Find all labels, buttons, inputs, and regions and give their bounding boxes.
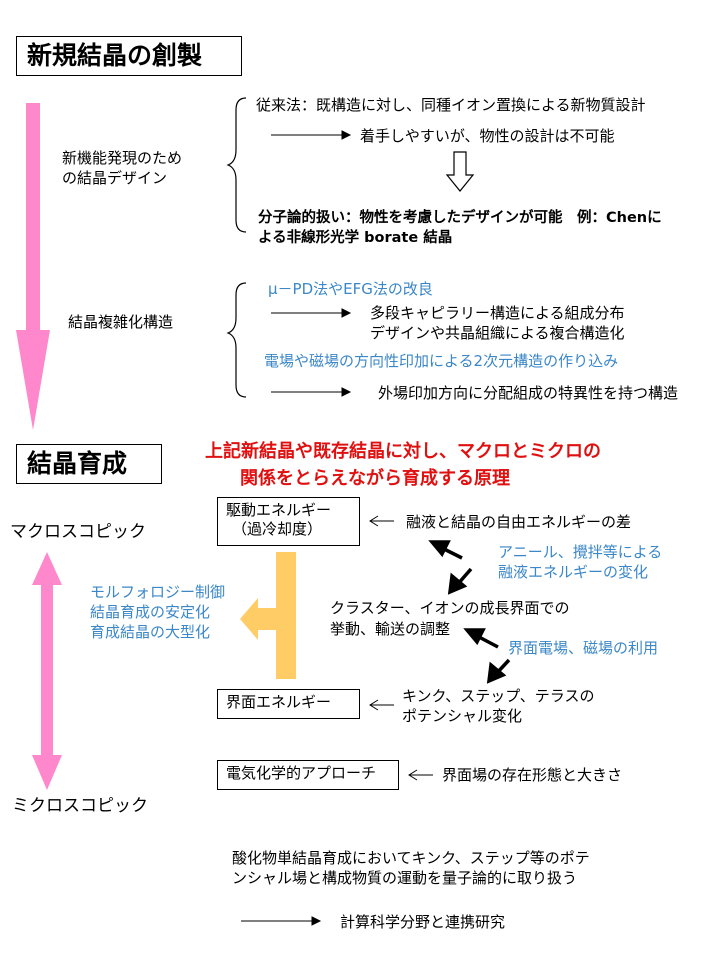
section2-title: 結晶育成 [16, 444, 162, 484]
macroscopic-label: マクロスコピック [10, 522, 146, 542]
molecular-approach-line2: よる非線形光学 borate 結晶 [258, 230, 453, 246]
cluster-line2: 挙動、輸送の調整 [330, 620, 451, 638]
anneal-line1: アニール、攪拌等による [498, 543, 663, 561]
collaboration-label: 計算科学分野と連携研究 [340, 913, 506, 931]
electrochem-box: 電気化学的アプローチ [217, 760, 399, 790]
interface-field: 界面電場、磁場の利用 [508, 639, 659, 657]
conventional-result: 着手しやすいが、物性の設計は不可能 [360, 127, 615, 145]
driving-energy-line1: 駆動エネルギー [226, 501, 332, 519]
morphology-line1: モルフォロジー制御 [90, 583, 226, 601]
complex-structure-label: 結晶複雑化構造 [68, 313, 174, 331]
molecular-approach-line1: 分子論的扱い：物性を考慮したデザインが可能 例：Chenに [258, 210, 662, 226]
driving-energy-line2: （過冷却度） [232, 520, 323, 538]
mupd-efg-improvement: μ－PD法やEFG法の改良 [268, 280, 433, 298]
microscopic-label: ミクロスコピック [12, 796, 148, 816]
capillary-line2: デザインや共晶組織による複合構造化 [370, 324, 625, 342]
electrochem-note: 界面場の存在形態と大きさ [442, 766, 623, 784]
orange-t-arrow [240, 552, 296, 679]
oxide-line1: 酸化物単結晶育成においてキンク、ステップ等のポテ [232, 849, 590, 867]
cluster-line1: クラスター、イオンの成長界面での [330, 599, 570, 617]
oxide-line2: ンシャル場と構成物質の運動を量子論的に取り扱う [232, 869, 578, 887]
section1-title: 新規結晶の創製 [16, 36, 242, 76]
capillary-line1: 多段キャピラリー構造による組成分布 [370, 304, 625, 322]
brace-design [226, 97, 247, 233]
pink-double-arrow [32, 552, 62, 790]
kink-line1: キンク、ステップ、テラスの [402, 687, 595, 705]
field-application: 電場や磁場の方向性印加による2次元構造の作り込み [264, 352, 619, 370]
principle-line1: 上記新結晶や既存結晶に対し、マクロとミクロの [205, 441, 601, 462]
pink-down-arrow [16, 103, 50, 430]
interface-energy-label: 界面エネルギー [226, 693, 332, 711]
brace-complex [226, 282, 247, 398]
hollow-down-arrow [445, 151, 475, 192]
morphology-line3: 育成結晶の大型化 [90, 623, 211, 641]
driving-energy-box: 駆動エネルギー （過冷却度） [217, 497, 360, 546]
electrochem-label: 電気化学的アプローチ [226, 764, 377, 782]
kink-line2: ポテンシャル変化 [402, 707, 523, 725]
conventional-method: 従来法：既構造に対し、同種イオン置換による新物質設計 [256, 96, 646, 114]
interface-energy-box: 界面エネルギー [217, 689, 360, 719]
field-result: 外場印加方向に分配組成の特異性を持つ構造 [378, 384, 679, 402]
anneal-line2: 融液エネルギーの変化 [498, 563, 649, 581]
free-energy-note: 融液と結晶の自由エネルギーの差 [406, 513, 632, 531]
principle-line2: 関係をとらえながら育成する原理 [240, 468, 510, 489]
design-label-line1: 新機能発現のため [62, 149, 183, 167]
morphology-line2: 結晶育成の安定化 [90, 603, 211, 621]
design-label-line2: の結晶デザイン [62, 169, 168, 187]
